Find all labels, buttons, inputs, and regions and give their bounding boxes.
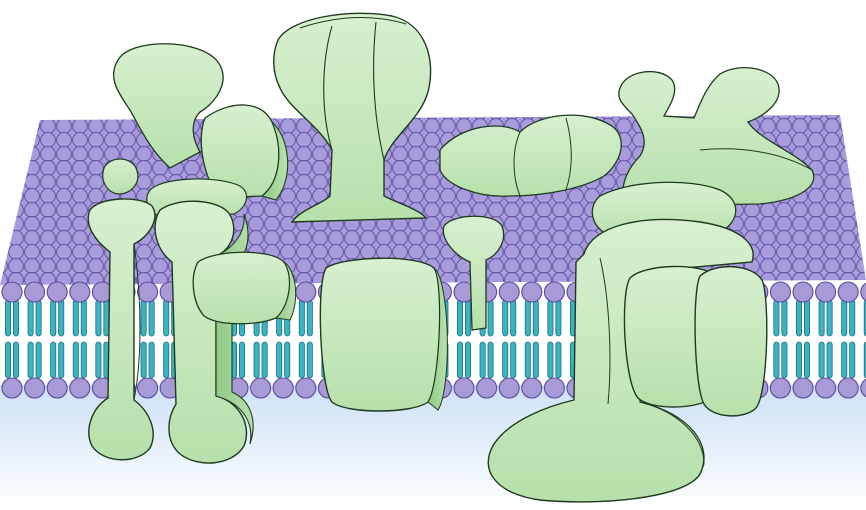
protein-mid-small-left bbox=[103, 159, 138, 194]
protein-small-embedded bbox=[193, 252, 295, 324]
protein-center-channel bbox=[320, 258, 447, 411]
protein-right-pair bbox=[624, 266, 766, 415]
